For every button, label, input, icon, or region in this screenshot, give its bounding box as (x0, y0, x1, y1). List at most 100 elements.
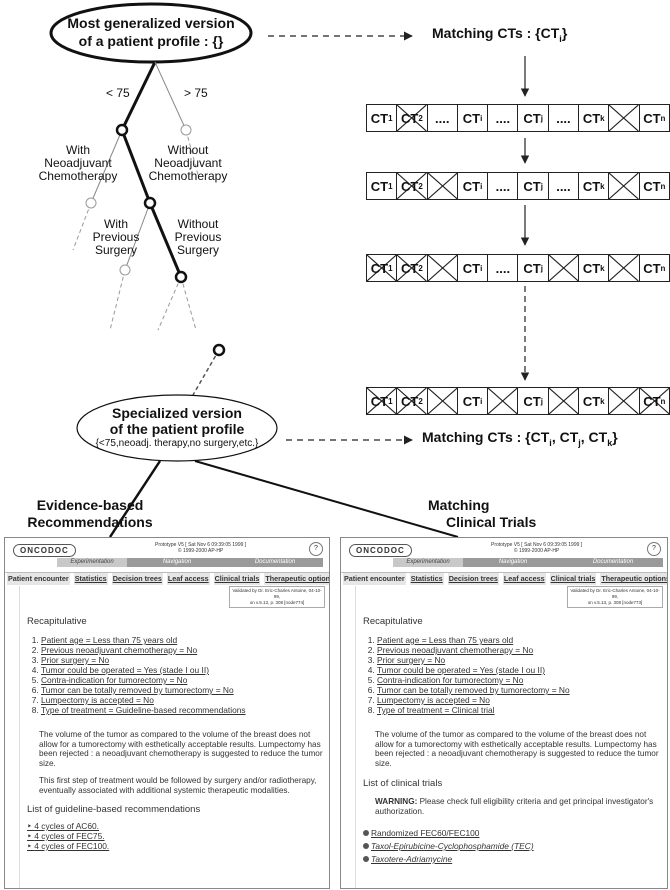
trial-link-text[interactable]: Taxotere-Adriamycine (371, 854, 453, 864)
recap-item[interactable]: Tumor could be operated = Yes (stade I o… (41, 665, 325, 675)
tab-decision-trees[interactable]: Decision trees (447, 573, 499, 585)
recap-item[interactable]: Tumor can be totally removed by tumorect… (377, 685, 663, 695)
tab-therapeutic-options[interactable]: Therapeutic options (600, 573, 667, 585)
warning-body: Please check full eligibility criteria a… (375, 797, 654, 816)
recap-item[interactable]: Type of treatment = Guideline-based reco… (41, 705, 325, 715)
oncodoc-logo-right[interactable]: ONCODOC (349, 544, 412, 557)
ct-ellipsis-cell: .... (549, 173, 580, 199)
guideline-link[interactable]: ‣ 4 cycles of FEC75. (27, 831, 105, 841)
ct-cell-text: .... (495, 260, 511, 276)
recap-item[interactable]: Previous neoadjuvant chemotherapy = No (377, 645, 663, 655)
ct-cell-text: CT (582, 393, 601, 409)
ct-cell-text: CT (370, 260, 389, 276)
ct-crossed-cell (609, 105, 640, 131)
guideline-link-text[interactable]: 4 cycles of FEC100. (34, 841, 110, 851)
guideline-link-text[interactable]: 4 cycles of AC60. (34, 821, 99, 831)
help-icon[interactable]: ? (309, 542, 323, 556)
recap-item[interactable]: Tumor can be totally removed by tumorect… (41, 685, 325, 695)
without-neoadj-line3: Chemotherapy (148, 169, 228, 183)
validated-line1: Validated by Dr. Eric-Charles Antoine, 0… (232, 588, 322, 599)
cross-out-icon (427, 255, 457, 281)
trial-link[interactable]: Randomized FEC60/FEC100 (363, 828, 663, 838)
matching-cts-top-end: } (561, 25, 568, 41)
branch-label-gt75: > 75 (184, 86, 208, 100)
validated-right-line2: on v.5.13, p. 308 [node773] (587, 600, 643, 605)
tab-leaf-access[interactable]: Leaf access (502, 573, 546, 585)
tab-statistics[interactable]: Statistics (409, 573, 444, 585)
recap-item[interactable]: Lumpectomy is accepted = No (41, 695, 325, 705)
guideline-link[interactable]: ‣ 4 cycles of FEC100. (27, 841, 110, 851)
recap-item[interactable]: Contra-indication for tumorectomy = No (377, 675, 663, 685)
ct-cell-index: i (480, 396, 483, 406)
recap-item[interactable]: Patient age = Less than 75 years old (377, 635, 663, 645)
trials-line2: Clinical Trials (446, 514, 537, 530)
greybar-experimentation-right[interactable]: Experimentation (393, 558, 463, 567)
greybar-navigation[interactable]: Navigation (127, 558, 227, 567)
validated-line2: on v.5.13, p. 308 [node774] (249, 600, 305, 605)
line-to-trials (194, 460, 459, 538)
ct-cell-text: CT (523, 178, 541, 194)
label-matching-trials: Matching Clinical Trials (428, 497, 568, 531)
guideline-link-text[interactable]: 4 cycles of FEC75. (34, 831, 105, 841)
recap-item[interactable]: Lumpectomy is accepted = No (377, 695, 663, 705)
recap-item[interactable]: Contra-indication for tumorectomy = No (41, 675, 325, 685)
help-icon-right[interactable]: ? (647, 542, 661, 556)
trial-link[interactable]: Taxol-Epirubicine-Cyclophosphamide (TEC) (363, 841, 663, 851)
recap-item[interactable]: Tumor could be operated = Yes (stade I o… (377, 665, 663, 675)
ct-cell-text: CT (370, 393, 389, 409)
ct-cell-text: CT (462, 178, 481, 194)
specialized-node-line3: {<75,neoadj. therapy,no surgery,etc.} (95, 438, 259, 449)
ct-cell-text: CT (523, 393, 541, 409)
tab-therapeutic-options[interactable]: Therapeutic options (264, 573, 329, 585)
tab-statistics[interactable]: Statistics (73, 573, 108, 585)
screen-left-body: Recapitulative Patient age = Less than 7… (27, 616, 325, 851)
tab-patient-encounter[interactable]: Patient encounter (343, 573, 406, 585)
greybar-documentation-right[interactable]: Documentation (563, 558, 663, 567)
ct-crossed-cell (609, 388, 640, 414)
tab-decision-trees[interactable]: Decision trees (111, 573, 163, 585)
screenshot-recommendations: ONCODOC Prototype V5 [ Sat Nov 6 09:39:0… (4, 537, 330, 889)
root-node-label: Most generalized version of a patient pr… (51, 14, 251, 50)
greybar-navigation-right[interactable]: Navigation (463, 558, 563, 567)
with-surgery-line3: Surgery (94, 243, 138, 257)
branch-label-with-neoadj: With Neoadjuvant Chemotherapy (38, 144, 118, 183)
bullet-icon (363, 830, 369, 836)
greybar-documentation[interactable]: Documentation (227, 558, 323, 567)
without-surgery-line3: Surgery (176, 243, 220, 257)
ct-cell-index: n (660, 396, 666, 406)
trial-link-text[interactable]: Taxol-Epirubicine-Cyclophosphamide (TEC) (371, 841, 534, 851)
recap-item[interactable]: Patient age = Less than 75 years old (41, 635, 325, 645)
matching-bottom-s2: j (578, 437, 581, 448)
cross-out-icon (548, 388, 579, 414)
recap-item[interactable]: Prior surgery = No (41, 655, 325, 665)
ct-cell-index: i (480, 113, 483, 123)
recap-item[interactable]: Prior surgery = No (377, 655, 663, 665)
greybar-experimentation[interactable]: Experimentation (57, 558, 127, 567)
tab-clinical-trials[interactable]: Clinical trials (549, 573, 597, 585)
trial-link[interactable]: Taxotere-Adriamycine (363, 854, 663, 864)
cross-out-icon (427, 388, 457, 414)
recap-item[interactable]: Previous neoadjuvant chemotherapy = No (41, 645, 325, 655)
ct-cell-index: 2 (418, 113, 423, 123)
recap-item[interactable]: Type of treatment = Clinical trial (377, 705, 663, 715)
prototype-info-right: Prototype V5 [ Sat Nov 6 09:39:05 1999 ]… (491, 542, 582, 554)
tab-clinical-trials[interactable]: Clinical trials (213, 573, 261, 585)
trial-link-text[interactable]: Randomized FEC60/FEC100 (371, 828, 480, 838)
guideline-link[interactable]: ‣ 4 cycles of AC60. (27, 821, 99, 831)
validated-right-line1: Validated by Dr. Eric-Charles Antoine, 0… (570, 588, 660, 599)
tab-leaf-access[interactable]: Leaf access (166, 573, 210, 585)
oncodoc-logo[interactable]: ONCODOC (13, 544, 76, 557)
cross-out-icon (609, 255, 639, 281)
tab-patient-encounter[interactable]: Patient encounter (7, 573, 70, 585)
